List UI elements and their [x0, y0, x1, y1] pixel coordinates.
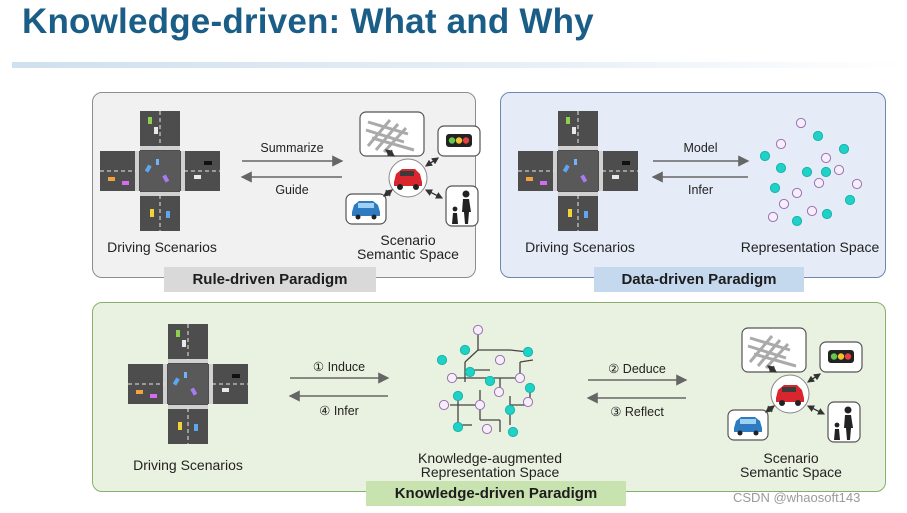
- graph-node: [522, 396, 534, 408]
- graph-node: [524, 382, 536, 394]
- representation-point: [813, 177, 825, 189]
- data-right-label: Representation Space: [740, 239, 880, 255]
- intersection-icon: [517, 110, 639, 232]
- title-underline: [12, 62, 907, 68]
- graph-node: [507, 426, 519, 438]
- representation-point: [806, 205, 818, 217]
- representation-scatter: [759, 117, 863, 227]
- infer-label: ④ Infer: [319, 404, 359, 418]
- graph-node: [436, 354, 448, 366]
- data-arrow-bottom-label: Infer: [687, 183, 713, 197]
- graph-node: [438, 399, 450, 411]
- representation-point: [778, 198, 790, 210]
- representation-point: [769, 182, 781, 194]
- graph-node: [494, 354, 506, 366]
- knowledge-left-label: Driving Scenarios: [133, 457, 243, 473]
- representation-point: [775, 162, 787, 174]
- graph-node: [504, 404, 516, 416]
- graph-node: [459, 344, 471, 356]
- representation-point: [795, 117, 807, 129]
- graph-node: [474, 399, 486, 411]
- graph-node: [514, 372, 526, 384]
- knowledge-driven-tag: Knowledge-driven Paradigm: [366, 481, 626, 506]
- data-driven-tag: Data-driven Paradigm: [594, 267, 804, 292]
- knowledge-center-label-2: Representation Space: [420, 464, 560, 480]
- reflect-label: ③ Reflect: [610, 405, 664, 419]
- rule-left-label: Driving Scenarios: [107, 239, 217, 255]
- representation-point: [767, 211, 779, 223]
- graph-node: [493, 386, 505, 398]
- graph-node: [481, 423, 493, 435]
- page-title: Knowledge-driven: What and Why: [22, 2, 594, 41]
- representation-point: [791, 187, 803, 199]
- knowledge-center-label-1: Knowledge-augmented: [418, 450, 562, 466]
- semantic-space-icon: [728, 328, 862, 442]
- rule-right-label-1: Scenario: [380, 232, 436, 248]
- graph-node: [522, 346, 534, 358]
- representation-point: [820, 166, 832, 178]
- knowledge-graph-icon: [436, 324, 536, 438]
- semantic-space-icon: [346, 112, 480, 226]
- data-arrow-top-label: Model: [683, 141, 718, 155]
- graph-node: [464, 366, 476, 378]
- representation-point: [759, 150, 771, 162]
- rule-driven-tag: Rule-driven Paradigm: [164, 267, 376, 292]
- rule-right-label-2: Semantic Space: [357, 246, 459, 262]
- intersection-icon: [99, 110, 221, 232]
- intersection-icon: [127, 323, 249, 445]
- data-left-label: Driving Scenarios: [525, 239, 635, 255]
- knowledge-right-label-2: Semantic Space: [740, 464, 842, 480]
- representation-point: [833, 164, 845, 176]
- representation-point: [812, 130, 824, 142]
- representation-point: [801, 166, 813, 178]
- representation-point: [775, 138, 787, 150]
- rule-arrow-top-label: Summarize: [260, 141, 324, 155]
- representation-point: [791, 215, 803, 227]
- graph-node: [446, 372, 458, 384]
- representation-point: [820, 152, 832, 164]
- graph-node: [452, 421, 464, 433]
- watermark: CSDN @whaosoft143: [733, 490, 861, 505]
- graph-node: [484, 375, 496, 387]
- graph-node: [452, 390, 464, 402]
- deduce-label: ② Deduce: [608, 362, 666, 376]
- knowledge-right-label-1: Scenario: [763, 450, 819, 466]
- induce-label: ① Induce: [312, 360, 366, 374]
- representation-point: [844, 194, 856, 206]
- representation-point: [821, 208, 833, 220]
- graph-node: [472, 324, 484, 336]
- rule-arrow-bottom-label: Guide: [275, 183, 309, 197]
- representation-point: [838, 143, 850, 155]
- representation-point: [851, 178, 863, 190]
